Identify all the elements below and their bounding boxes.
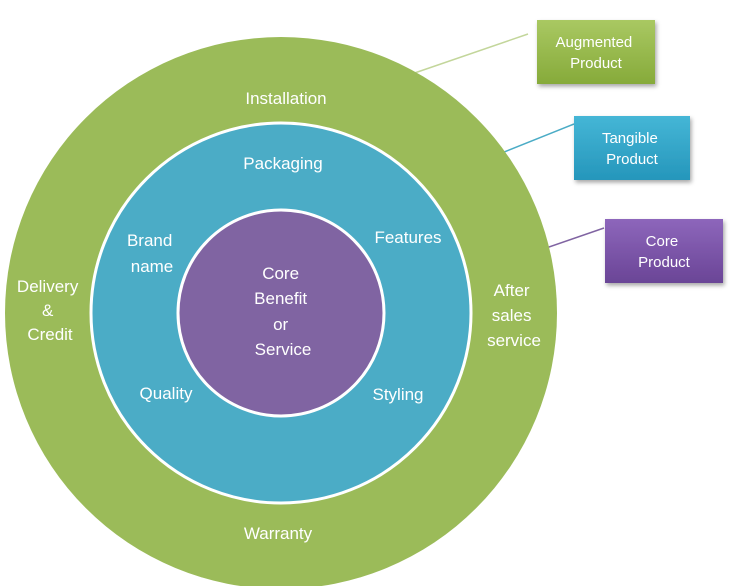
features-label: Features (374, 228, 441, 247)
after-sales-service-label: After sales service (487, 281, 541, 350)
styling-label: Styling (372, 385, 423, 404)
delivery-credit-label: Delivery & Credit (17, 277, 83, 344)
svg-text:Tangible Product: Tangible Product (602, 130, 662, 168)
augmented-connector-line (399, 33, 529, 79)
svg-text:Core Product: Core Product (638, 233, 691, 271)
tangible-product-box: Tangible Product (574, 116, 690, 180)
svg-text:Augmented Product: Augmented Product (556, 34, 637, 72)
brand-name-label: Brand name (127, 231, 177, 276)
core-product-box: Core Product (605, 219, 723, 283)
quality-label: Quality (140, 384, 193, 403)
core-product-circle (176, 208, 386, 418)
installation-label: Installation (245, 89, 326, 108)
core-benefit-label: Core Benefit or Service (254, 264, 312, 359)
warranty-label: Warranty (244, 524, 313, 543)
augmented-product-box: Augmented Product (537, 20, 655, 84)
packaging-label: Packaging (243, 154, 322, 173)
